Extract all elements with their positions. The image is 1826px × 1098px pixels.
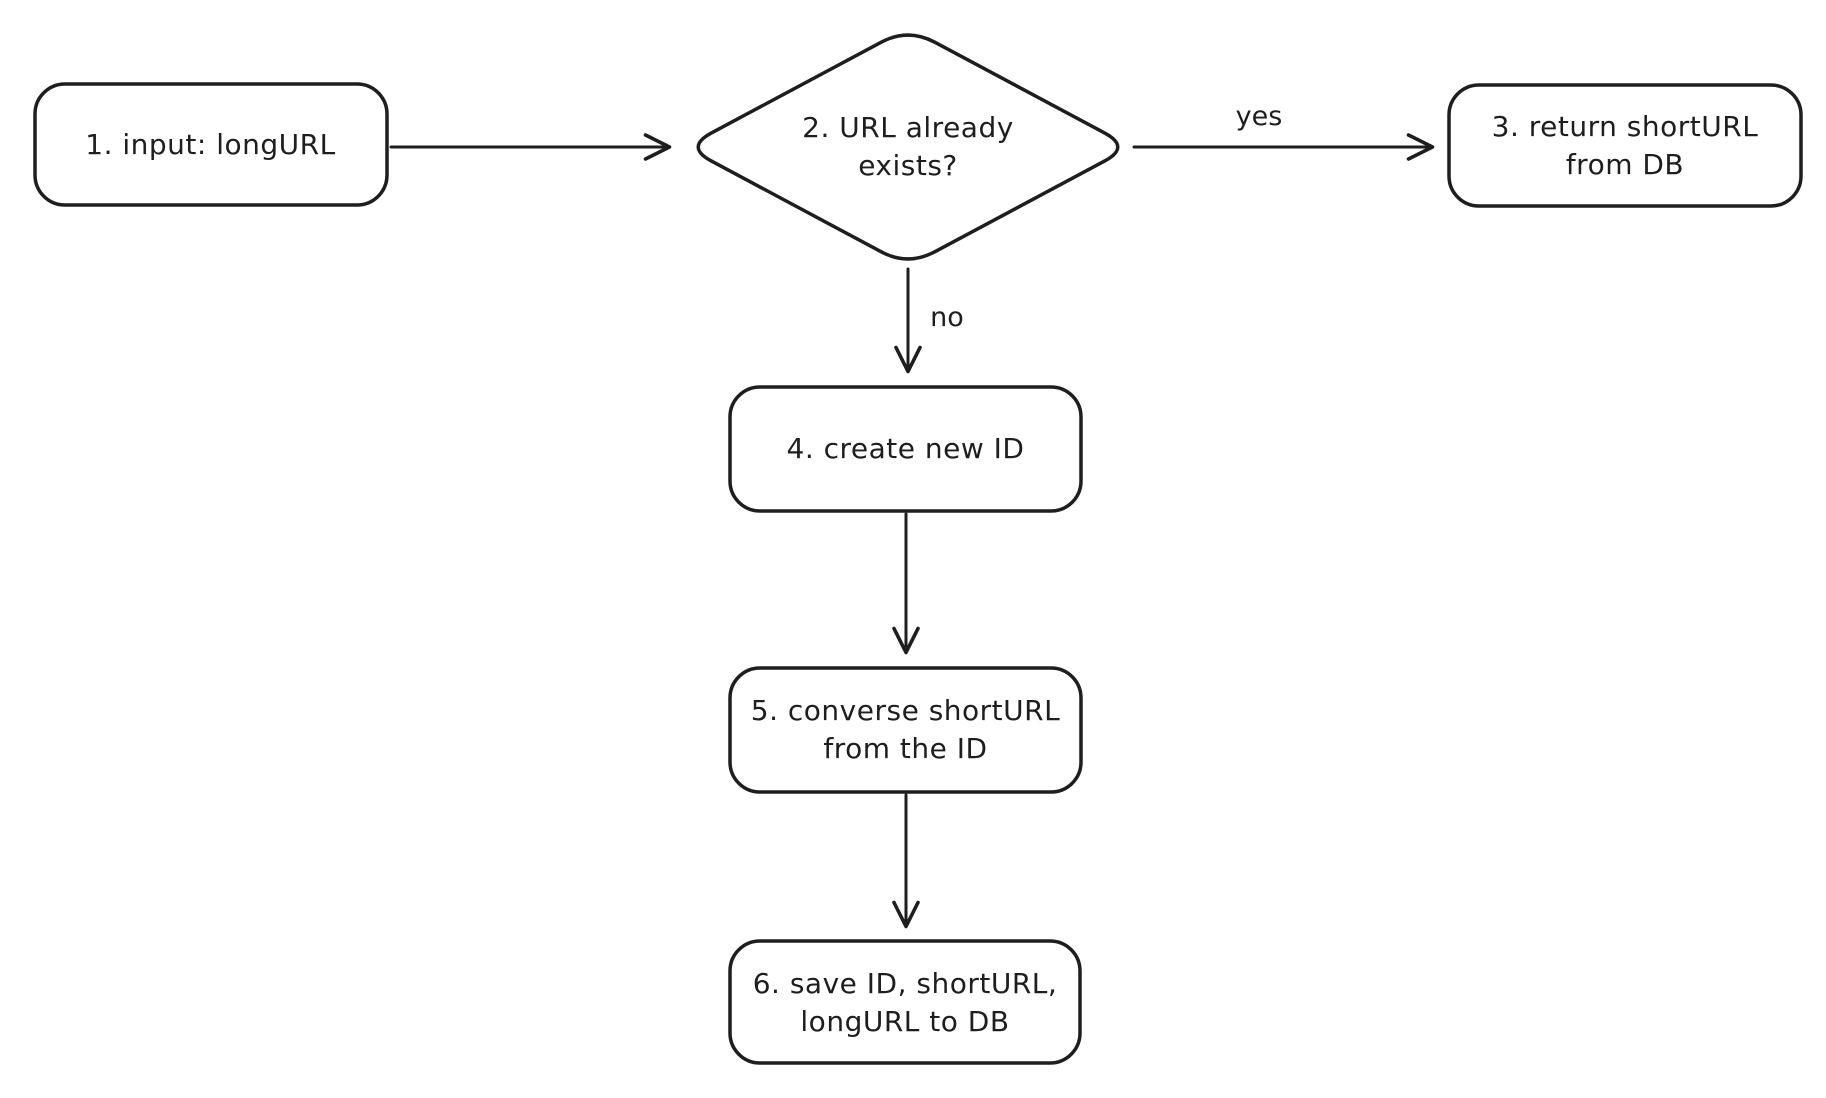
edge-no-label: no [930,302,964,333]
node-save-db-label: 6. save ID, shortURL, longURL to DB [752,966,1058,1038]
node-url-exists-diamond-shape [696,33,1120,261]
node-converse-shorturl-shape [728,666,1083,794]
node-create-id-label: 4. create new ID [786,432,1025,465]
node-save-db-shape [728,939,1082,1065]
node-create-id-shape [728,385,1083,513]
node-return-shorturl-shape [1447,83,1803,208]
node-input-longurl-label: 1. input: longURL [85,127,336,161]
node-input-longurl-shape [33,82,389,207]
node-return-shorturl-label: 3. return shortURL from DB [1491,109,1759,181]
node-converse-shorturl-label: 5. converse shortURL from the ID [750,694,1061,765]
node-url-exists-label: 2. URL already exists? [802,111,1014,182]
edge-yes-label: yes [1235,101,1283,132]
